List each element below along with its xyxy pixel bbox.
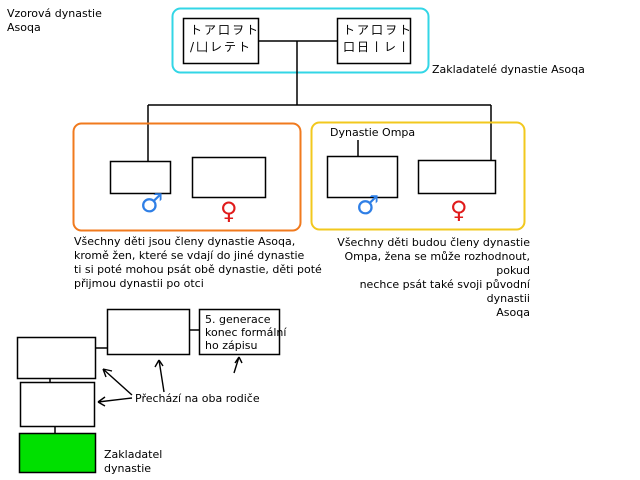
arrow-to-gen2 <box>97 396 133 407</box>
male-icon: ♂ <box>140 189 164 219</box>
founders-frame <box>171 7 430 74</box>
right-female-box <box>417 159 497 195</box>
ompa-label: Dynastie Ompa <box>330 126 416 139</box>
legend-founder-box <box>18 432 97 474</box>
female-icon: ♀ <box>450 196 468 224</box>
left-male-box <box>109 160 172 195</box>
right-group-frame <box>310 121 526 231</box>
founders-label: Zakladatelé dynastie Asoqa <box>432 63 585 76</box>
founder-left-name: トア口ヲト /凵レテト <box>190 23 261 54</box>
founder-note: Zakladatel dynastie <box>104 448 163 475</box>
legend-gen1-box <box>16 336 97 380</box>
male-icon: ♂ <box>356 191 380 221</box>
arrow-to-gen1 <box>102 368 133 396</box>
generation-note: 5. generace konec formální ho zápisu <box>205 313 287 352</box>
diagram-title: Vzorová dynastie Asoqa <box>7 7 102 34</box>
arrow-to-gen5 <box>233 356 243 374</box>
arrow-to-gen3 <box>154 359 165 393</box>
legend-gen2-box <box>19 381 96 428</box>
right-male-box <box>326 155 399 199</box>
founder-box-right <box>336 17 412 65</box>
right-group-note: Všechny děti budou členy dynastie Ompa, … <box>337 236 530 319</box>
founder-box-left <box>182 17 260 65</box>
founder-right-name: トア口ヲト 口日ㅣレㅣ <box>343 23 414 54</box>
left-group-note: Všechny děti jsou členy dynastie Asoqa, … <box>74 235 322 290</box>
female-icon: ♀ <box>220 197 238 225</box>
legend-gen5-box <box>198 308 281 356</box>
left-group-frame <box>72 122 302 232</box>
left-female-box <box>191 156 267 199</box>
legend-gen3-box <box>106 308 191 356</box>
inherit-note: Přechází na oba rodiče <box>135 392 260 405</box>
